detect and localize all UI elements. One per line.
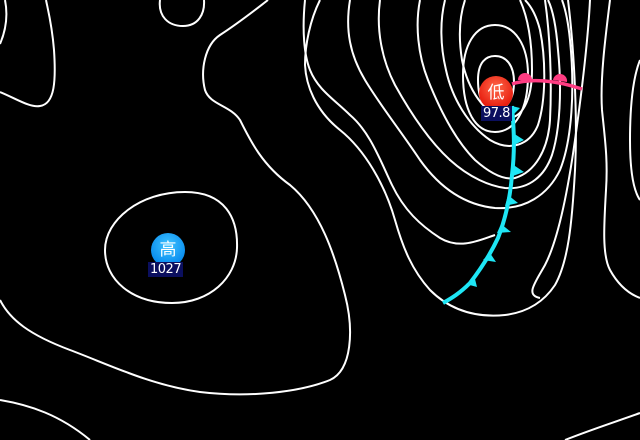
high-symbol: 高 (159, 239, 177, 260)
high-pressure-value: 1027 (148, 262, 184, 277)
low-pressure-value: 97.8 (481, 106, 512, 121)
isobar (158, 0, 206, 28)
low-pressure-marker[interactable]: 低 (479, 76, 513, 110)
isobar (0, 399, 91, 440)
isobar (377, 0, 561, 190)
isobar (531, 0, 591, 299)
isobar (600, 0, 640, 299)
isobar (103, 190, 239, 305)
cold-front[interactable] (442, 105, 524, 305)
high-pressure-marker[interactable]: 高 (151, 233, 185, 267)
isobar (0, 0, 8, 45)
isobar (302, 0, 496, 245)
isobar (0, 0, 352, 396)
isobar (303, 0, 577, 317)
isobar (628, 59, 640, 201)
warm-front[interactable] (511, 73, 583, 91)
low-symbol: 低 (487, 82, 505, 103)
isobar (347, 0, 574, 210)
isobar (0, 0, 56, 108)
isobar (564, 412, 640, 440)
isobar (416, 0, 552, 180)
